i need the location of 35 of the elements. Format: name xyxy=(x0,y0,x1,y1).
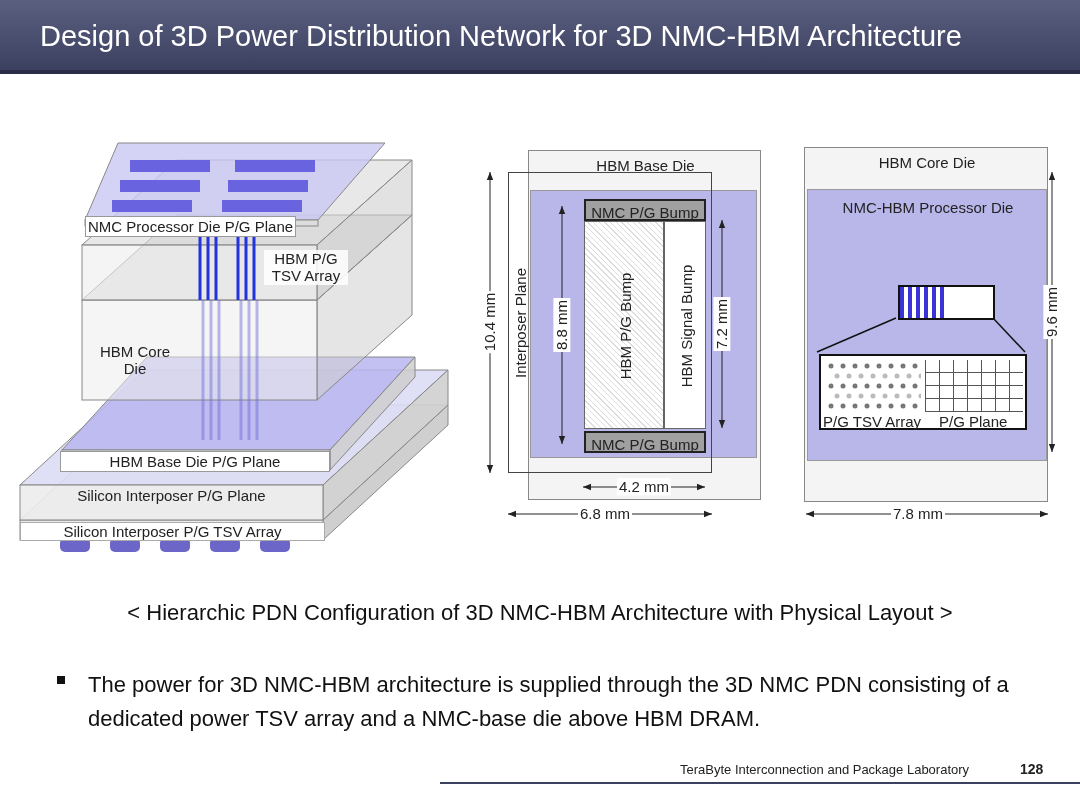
layer-label: HBM Base Die P/G Plane xyxy=(60,451,330,473)
layer-label: Silicon Interposer P/G TSV Array xyxy=(20,522,325,542)
inset-box xyxy=(819,354,1027,430)
dimension-label: 7.2 mm xyxy=(713,297,731,351)
figure-caption: < Hierarchic PDN Configuration of 3D NMC-HBM Architecture with Physical Layout > xyxy=(126,600,954,626)
node-text: HBM Core Die xyxy=(877,155,977,170)
die-outline xyxy=(804,147,1048,502)
node-text: HBM P/G Bump xyxy=(617,272,633,380)
dimension-label: 8.8 mm xyxy=(553,298,571,352)
processor-die xyxy=(807,189,1047,461)
layer-label: HBM Core Die xyxy=(99,343,171,378)
layer-label: HBM P/G TSV Array xyxy=(264,250,348,285)
bump-region xyxy=(664,221,706,429)
layer-label: NMC Processor Die P/G Plane xyxy=(85,216,297,238)
page-number: 128 xyxy=(1020,761,1044,778)
layer-label: Silicon Interposer P/G Plane xyxy=(76,487,267,505)
node-text: NMC P/G Bump xyxy=(590,437,700,452)
node-text: Interposer Plane xyxy=(512,267,528,379)
node-text: NMC-HBM Processor Die xyxy=(841,200,1015,215)
bullet-text: The power for 3D NMC-HBM architecture is supplied through the 3D NMC PDN consisting of a dedicated power TSV array and a NMC-base die above HBM DRAM. xyxy=(88,671,1010,734)
node-text: NMC P/G Bump xyxy=(590,205,700,220)
node-text: P/G TSV Array xyxy=(823,414,922,429)
bump-row xyxy=(584,431,706,453)
zoom-line xyxy=(816,317,897,353)
bump-region xyxy=(584,221,664,429)
zoom-line xyxy=(992,317,1026,353)
node-text: HBM Base Die xyxy=(595,158,696,173)
plane-outline xyxy=(508,172,712,473)
node-text: HBM Signal Bump xyxy=(678,264,694,388)
node-text: P/G Plane xyxy=(939,414,1008,429)
lab-name: TeraByte Interconnection and Package Laboratory xyxy=(680,763,970,778)
tsv-block xyxy=(898,285,995,320)
slide-title: Design of 3D Power Distribution Network for 3D NMC-HBM Architecture xyxy=(40,20,962,53)
bump-row xyxy=(584,199,706,221)
dimension-label: 4.2 mm xyxy=(617,478,671,496)
